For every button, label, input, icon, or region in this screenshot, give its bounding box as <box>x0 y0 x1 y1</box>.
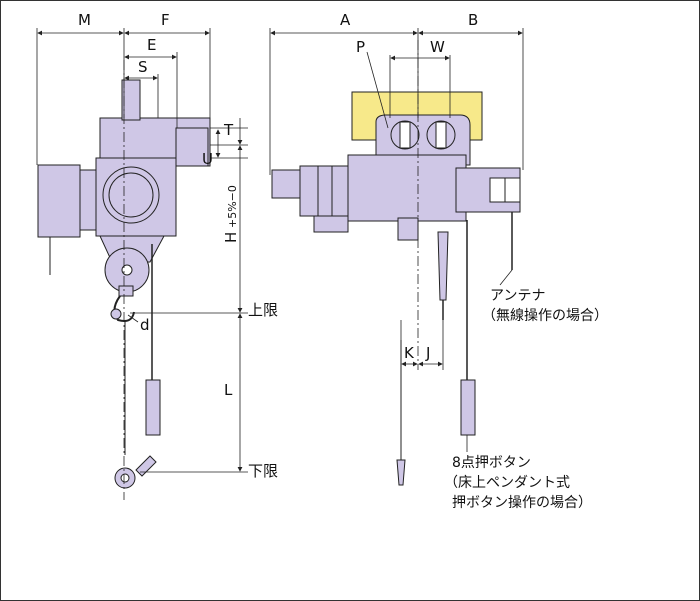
hoist-motor <box>37 164 81 238</box>
antenna-label: アンテナ <box>490 288 545 304</box>
motor-flange <box>299 165 349 217</box>
pushbutton-label: 8点押ボタン <box>452 455 531 471</box>
dim-L: L <box>224 381 233 399</box>
dim-d: d <box>140 316 150 334</box>
hook-block-front <box>437 231 449 301</box>
hoist-body <box>347 154 467 222</box>
dim-E: E <box>147 36 156 54</box>
front-view-dimensions <box>269 28 524 452</box>
dim-U: U <box>202 150 213 168</box>
pushbutton-label-note1: （床上ペンダント式 <box>444 475 570 491</box>
dim-B: B <box>468 11 478 29</box>
label-lower-limit: 下限 <box>248 462 278 480</box>
side-view <box>37 79 211 489</box>
pendant-box-side <box>145 379 161 436</box>
motor-left <box>271 169 303 199</box>
dim-H-tolerance: +5%−0 <box>226 185 239 228</box>
pushbutton-label-note2: 押ボタン操作の場合） <box>452 495 592 511</box>
dim-K: K <box>404 344 415 362</box>
side-view-dimensions <box>36 28 248 500</box>
label-upper-limit: 上限 <box>248 301 278 319</box>
pendant-box-front <box>460 379 476 436</box>
dim-F: F <box>161 11 170 29</box>
dim-J: J <box>425 344 430 362</box>
antenna-label-note: （無線操作の場合） <box>482 308 608 324</box>
dim-A: A <box>340 11 351 29</box>
dim-H: H <box>222 232 240 243</box>
lower-hook-front <box>396 459 406 486</box>
drum-circle <box>102 166 160 224</box>
front-view <box>271 91 521 486</box>
dim-M: M <box>78 11 91 29</box>
dim-T: T <box>223 121 234 139</box>
side-motor-top <box>175 127 209 167</box>
dim-W: W <box>430 38 445 56</box>
trolley-wheel-housing <box>121 79 141 121</box>
dim-P: P <box>356 38 365 56</box>
dim-S: S <box>138 58 148 76</box>
